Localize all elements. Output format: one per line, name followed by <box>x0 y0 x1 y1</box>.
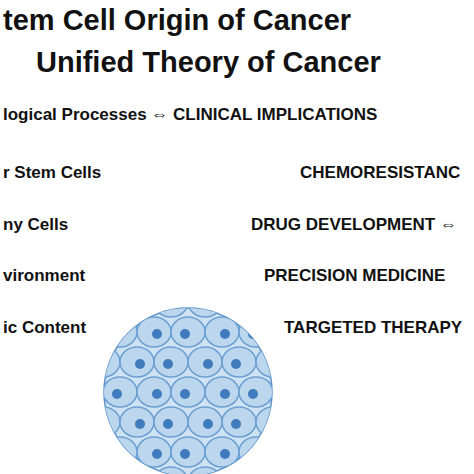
cell <box>103 317 137 347</box>
cell <box>188 467 222 474</box>
cell <box>205 437 239 467</box>
nucleus <box>271 419 281 429</box>
nucleus <box>248 329 258 339</box>
right-item: PRECISION MEDICINE <box>264 267 445 284</box>
nucleus <box>152 389 162 399</box>
tissue-outline <box>104 308 272 474</box>
cell <box>205 317 239 347</box>
subtitle: Unified Theory of Cancer <box>36 48 381 77</box>
cell <box>120 347 154 377</box>
cell <box>256 407 290 437</box>
nucleus <box>112 329 122 339</box>
cell <box>222 347 256 377</box>
nucleus <box>271 359 281 369</box>
nucleus <box>220 389 230 399</box>
cell <box>188 407 222 437</box>
nucleus <box>180 329 190 339</box>
cell <box>239 317 273 347</box>
nucleus <box>112 449 122 459</box>
nucleus <box>231 359 241 369</box>
nucleus <box>163 359 173 369</box>
cell <box>239 437 273 467</box>
cell <box>273 377 307 407</box>
cell <box>188 287 222 317</box>
nucleus <box>203 299 213 309</box>
right-item: TARGETED THERAPY <box>284 319 462 336</box>
cell <box>103 377 137 407</box>
title: tem Cell Origin of Cancer <box>3 6 351 35</box>
cell <box>120 407 154 437</box>
right-item: CHEMORESISTANC <box>300 164 460 181</box>
cell <box>120 287 154 317</box>
nucleus <box>135 419 145 429</box>
right-item: DRUG DEVELOPMENT ⇔ <box>251 216 457 233</box>
cell <box>154 407 188 437</box>
cell <box>137 377 171 407</box>
cell <box>222 287 256 317</box>
nucleus <box>112 389 122 399</box>
cell <box>222 407 256 437</box>
nucleus <box>135 359 145 369</box>
left-item: ny Cells <box>3 216 68 233</box>
nucleus <box>180 449 190 459</box>
cells <box>69 287 307 474</box>
cell <box>154 287 188 317</box>
nucleus <box>220 329 230 339</box>
cell <box>103 437 137 467</box>
cell <box>222 467 256 474</box>
cell <box>171 317 205 347</box>
nucleus <box>203 359 213 369</box>
cell <box>205 377 239 407</box>
cell <box>69 377 103 407</box>
nucleus <box>152 449 162 459</box>
cell <box>171 377 205 407</box>
nucleus <box>163 419 173 429</box>
cell <box>171 437 205 467</box>
left-item: r Stem Cells <box>3 164 101 181</box>
cell <box>256 347 290 377</box>
nucleus <box>248 389 258 399</box>
nucleus <box>288 389 298 399</box>
nucleus <box>231 299 241 309</box>
nucleus <box>95 359 105 369</box>
left-item: vironment <box>3 267 85 284</box>
nucleus <box>135 299 145 309</box>
cell <box>86 347 120 377</box>
cell <box>137 437 171 467</box>
nucleus <box>231 419 241 429</box>
nucleus <box>220 449 230 459</box>
cell <box>239 377 273 407</box>
cell <box>137 317 171 347</box>
nucleus <box>163 299 173 309</box>
cell <box>188 347 222 377</box>
cell <box>154 347 188 377</box>
nucleus <box>152 329 162 339</box>
nucleus <box>95 419 105 429</box>
cell <box>154 467 188 474</box>
nucleus <box>248 449 258 459</box>
column-header: logical Processes ⇔ CLINICAL IMPLICATION… <box>3 106 377 123</box>
left-item: ic Content <box>3 319 86 336</box>
nucleus <box>203 419 213 429</box>
nucleus <box>84 389 94 399</box>
nucleus <box>180 389 190 399</box>
cell <box>86 407 120 437</box>
cell <box>120 467 154 474</box>
